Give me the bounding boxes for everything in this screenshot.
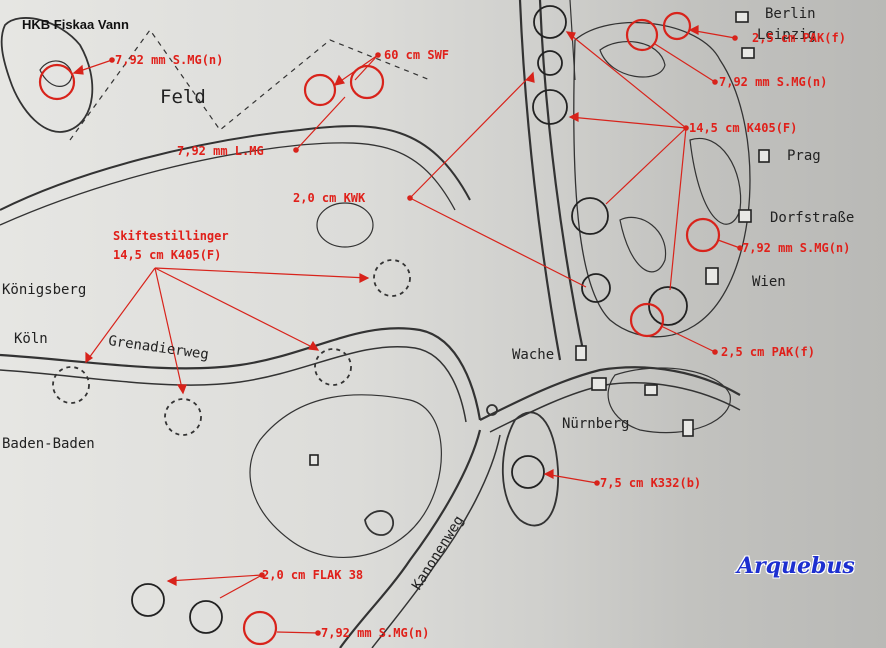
south-area <box>249 394 442 559</box>
alt-position-3 <box>52 366 90 404</box>
island-outline <box>501 411 559 527</box>
gun-position-5 <box>581 273 611 303</box>
marker-smg-bottom <box>242 610 278 646</box>
gun-positions <box>131 5 688 634</box>
label-smg-bottom: 7,92 mm S.MG(n) <box>321 626 430 640</box>
leader-lines <box>72 25 743 636</box>
building-6 <box>575 345 587 361</box>
field-pond <box>316 202 374 248</box>
building-4 <box>738 209 752 223</box>
label-flak: 2,0 cm FLAK 38 <box>262 568 364 582</box>
label-skift-1: Skiftestillinger <box>113 229 229 243</box>
east-road <box>479 366 741 421</box>
building-5 <box>705 267 719 285</box>
building-3 <box>758 149 770 163</box>
kanonenweg-edge <box>371 434 501 648</box>
arrowhead <box>72 64 84 75</box>
place-badenbaden: Baden-Baden <box>2 436 95 452</box>
building-1 <box>735 11 749 23</box>
label-kwk: 2,0 cm KWK <box>293 191 366 205</box>
gun-position-4 <box>571 197 609 235</box>
label-lmg: 7,92 mm L.MG <box>177 144 264 158</box>
building-2 <box>741 47 755 59</box>
red-markers <box>38 11 721 646</box>
brand-logo: Arquebus <box>737 553 855 579</box>
place-konigsberg: Königsberg <box>2 282 87 298</box>
building-9 <box>682 419 694 437</box>
building-7 <box>591 377 607 391</box>
alt-positions <box>52 259 411 436</box>
strip-west <box>518 0 562 361</box>
marker-swf-left <box>303 73 337 107</box>
marker-swf-right <box>349 64 385 100</box>
gun-position-1 <box>533 5 567 39</box>
gun-position-7 <box>131 583 165 617</box>
label-swf: 60 cm SWF <box>384 48 450 62</box>
ne-area <box>607 367 731 434</box>
place-feld: Feld <box>160 86 206 108</box>
alt-position-2 <box>314 348 352 386</box>
label-pak-top: 2,5 cm PAK(f) <box>752 31 846 45</box>
alt-position-4 <box>164 398 202 436</box>
road-north-edge <box>0 142 456 226</box>
label-pak-mid: 2,5 cm PAK(f) <box>721 345 815 359</box>
label-smg-top-left: 7,92 mm S.MG(n) <box>115 53 224 67</box>
fort-inner-1 <box>599 41 666 78</box>
alt-position-1 <box>373 259 411 297</box>
gun-position-3 <box>532 89 568 125</box>
label-k405: 14,5 cm K405(F) <box>689 121 798 135</box>
marker-pak-mid <box>629 302 665 338</box>
pond-outline <box>0 17 94 133</box>
small-circle <box>486 404 498 416</box>
place-berlin: Berlin <box>765 6 816 22</box>
place-koln: Köln <box>14 331 48 347</box>
marker-pak-top <box>662 11 692 41</box>
fort-inner-3 <box>619 216 667 273</box>
marker-smg-top-left <box>38 63 76 101</box>
gun-position-9 <box>511 455 545 489</box>
road-north <box>0 125 471 211</box>
kanonenweg-road <box>339 429 482 648</box>
marker-smg-top-right <box>625 18 659 52</box>
label-smg-top-right: 7,92 mm S.MG(n) <box>719 75 828 89</box>
place-dorfstrasse: Dorfstraße <box>770 210 855 226</box>
field-boundary <box>69 28 431 141</box>
grenadierweg-edge <box>0 346 467 423</box>
place-leipzig: Leipzig <box>757 27 817 43</box>
fort-outline <box>573 22 751 338</box>
label-smg-right: 7,92 mm S.MG(n) <box>742 241 851 255</box>
place-wien: Wien <box>752 274 786 290</box>
buildings <box>309 11 770 466</box>
place-nurnberg: Nürnberg <box>562 416 630 432</box>
grenadierweg-road <box>0 327 482 421</box>
place-prag: Prag <box>787 148 821 164</box>
gun-position-6 <box>648 286 688 326</box>
label-skift-2: 14,5 cm K405(F) <box>113 248 222 262</box>
map-title: HKB Fiskaa Vann <box>22 17 129 32</box>
building-10 <box>309 454 319 466</box>
gun-position-8 <box>189 600 223 634</box>
label-k332: 7,5 cm K332(b) <box>600 476 702 490</box>
gun-position-2 <box>537 50 563 76</box>
place-wache: Wache <box>512 347 555 363</box>
building-8 <box>644 384 658 396</box>
south-pond <box>364 510 394 536</box>
strip-east <box>538 0 587 361</box>
fort-inner-2 <box>689 137 742 225</box>
marker-smg-right <box>685 217 721 253</box>
